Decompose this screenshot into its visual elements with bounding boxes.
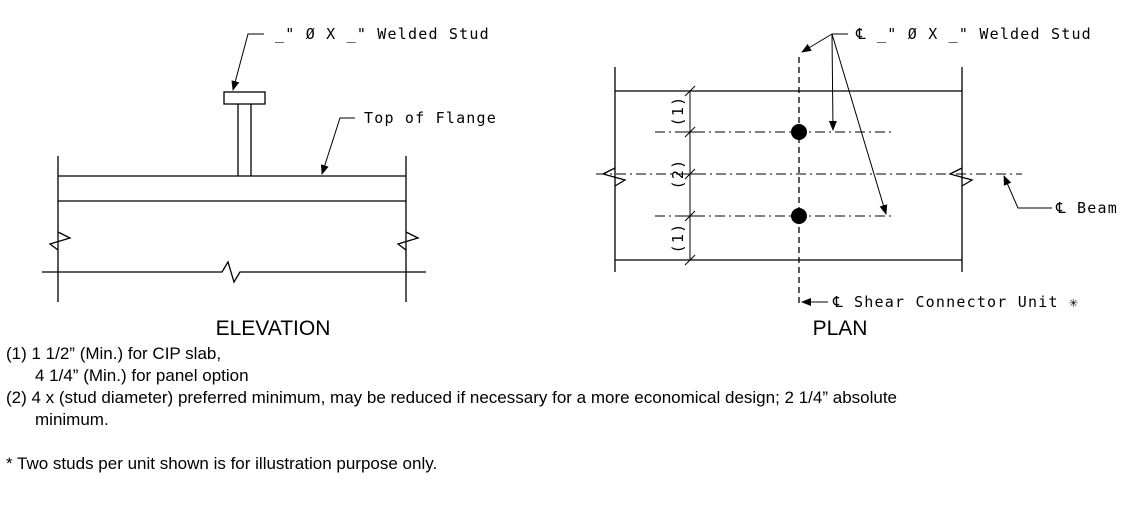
stud-head (223, 91, 266, 105)
plan-break-left (601, 167, 627, 187)
stud-leader (231, 33, 264, 91)
plan-title: PLAN (813, 317, 868, 340)
top-of-flange-callout: Top of Flange (364, 109, 497, 127)
break-symbol-left (48, 231, 72, 251)
notes-block: (1) 1 1/2” (Min.) for CIP slab, 4 1/4” (… (6, 343, 1116, 475)
plan-stud-leader-2 (828, 33, 837, 131)
note-2-line-1: (2) 4 x (stud diameter) preferred minimu… (6, 388, 898, 407)
footnote: * Two studs per unit shown is for illust… (6, 454, 438, 473)
plan-stud-leader-1 (801, 33, 833, 53)
elevation-title: ELEVATION (216, 317, 331, 340)
bottom-break-line (42, 260, 426, 284)
plan-stud-leader-3 (831, 33, 888, 215)
dim-label-2: (2) (669, 159, 687, 190)
note-1-line-2: 4 1/4” (Min.) for panel option (35, 366, 249, 385)
shear-connector-unit-callout: ℄ Shear Connector Unit ✳ (832, 293, 1079, 311)
dim-label-1-bottom: (1) (669, 223, 687, 254)
stud-circle-top (791, 124, 807, 140)
stud-circle-bottom (791, 208, 807, 224)
elevation-stud-callout: _" Ø X _" Welded Stud (275, 25, 490, 43)
plan-view: (1) (2) (1) ℄ _" Ø X _" Welded Stud ℄ Be… (596, 25, 1118, 340)
break-symbol-right (396, 231, 420, 251)
plan-stud-callout: ℄ _" Ø X _" Welded Stud (855, 25, 1092, 43)
beam-leader (1003, 175, 1052, 209)
notes-spacer (6, 431, 1116, 453)
note-2-line-2: minimum. (35, 410, 109, 429)
flange-leader (320, 117, 355, 175)
dim-label-1-top: (1) (669, 96, 687, 127)
beam-callout: ℄ Beam (1055, 199, 1118, 217)
plan-break-right (948, 167, 974, 187)
elevation-view: _" Ø X _" Welded Stud Top of Flange ELEV… (42, 25, 497, 340)
note-1-line-1: (1) 1 1/2” (Min.) for CIP slab, (6, 344, 222, 363)
